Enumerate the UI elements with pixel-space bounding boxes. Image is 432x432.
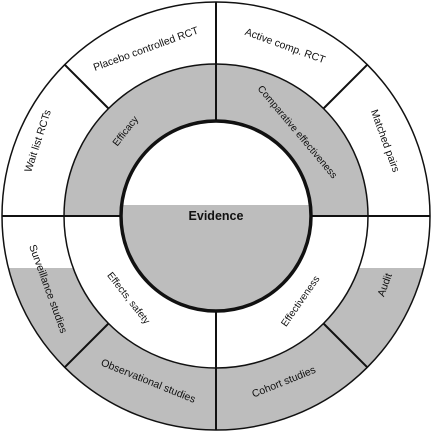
outer-segment-placebo-controlled-rct xyxy=(64,2,216,109)
middle-segment-effects-safety xyxy=(64,216,216,368)
outer-segment-observational-studies xyxy=(64,323,216,430)
middle-segment-efficacy xyxy=(64,64,216,216)
outer-segment-matched-pairs xyxy=(323,64,430,216)
outer-segment-active-comp-rct xyxy=(216,2,368,109)
middle-segment-comparative-effectiveness xyxy=(216,64,368,216)
middle-segment-effectiveness xyxy=(216,216,368,368)
center-label-evidence: Evidence xyxy=(189,209,244,223)
outer-segment-wait-list-rcts xyxy=(2,64,109,216)
middle-ring xyxy=(64,64,368,368)
outer-segment-cohort-studies xyxy=(216,323,368,430)
outer-partial-shade-audit xyxy=(323,268,430,368)
outer-partial-shade-surveillance xyxy=(2,268,109,368)
